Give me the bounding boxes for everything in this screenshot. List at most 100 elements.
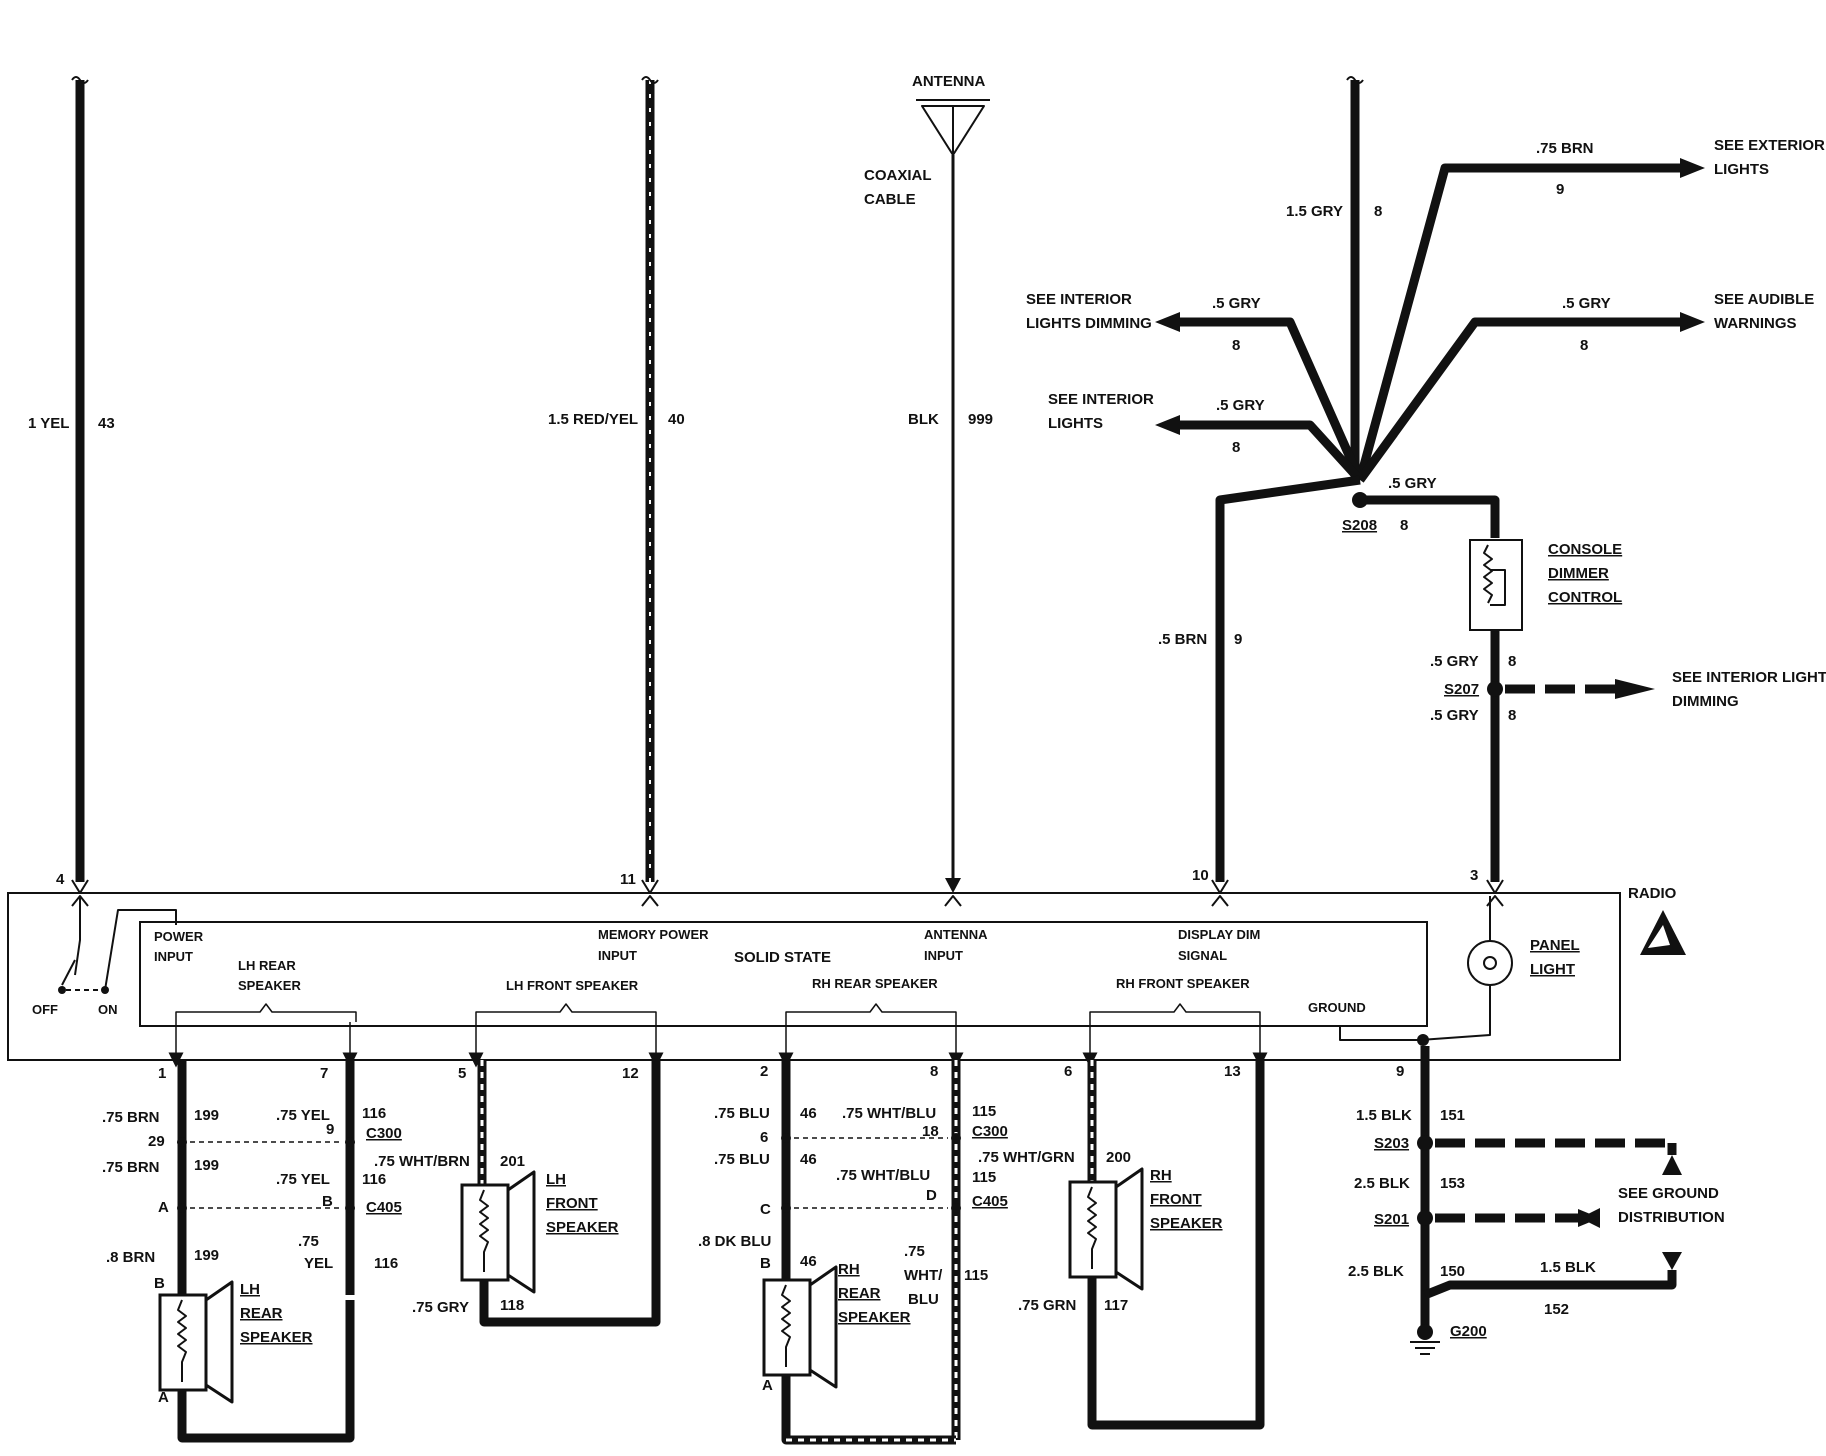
switch-on-label: ON [98,1002,118,1017]
speaker-label: REAR [838,1285,881,1302]
wire-number: 116 [362,1171,386,1188]
speaker-pin: B [760,1255,771,1272]
wire-number: 43 [98,415,115,432]
speaker-label: FRONT [1150,1191,1202,1208]
connector-pin: 6 [760,1129,768,1146]
speaker-label: LH [240,1281,260,1298]
console-label: CONTROL [1548,589,1622,606]
wire-label: .5 GRY [1216,397,1265,414]
wire-number: 199 [194,1107,219,1124]
wire-label: .75 BRN [1536,140,1594,157]
pin-number: 6 [1064,1063,1072,1080]
wire-label: .75 WHT/GRN [978,1149,1075,1166]
wire-label: .75 GRY [412,1299,469,1316]
pin-number: 7 [320,1065,328,1082]
connector-pin: 9 [326,1121,334,1138]
wire-label: .75 BLU [714,1151,770,1168]
wire-label: 2.5 BLK [1354,1175,1410,1192]
ground-internal [1339,1026,1429,1046]
connector-c300: C300 [972,1123,1008,1140]
speaker-group-label: SPEAKER [238,978,301,993]
esd-symbol [1640,910,1686,955]
destination-label: SEE EXTERIOR [1714,137,1825,154]
pin-number: 10 [1192,867,1209,884]
destination-label: SEE INTERIOR LIGHTS [1672,669,1826,686]
rh-front-circuit [1068,1060,1265,1430]
wire-label: .5 GRY [1430,653,1479,670]
wire-number: 8 [1508,653,1516,670]
wire-label: .75 GRN [1018,1297,1076,1314]
connector-pin: B [322,1193,333,1210]
antenna-symbol [916,99,990,882]
splice-s201: S201 [1374,1211,1409,1228]
wire-redyel-40 [641,76,659,882]
wire-gry-15 [1346,76,1364,480]
speaker-label: REAR [240,1305,283,1322]
wire-number: 9 [1556,181,1564,198]
wire-label: 1 YEL [28,415,69,432]
splice-fanout [1155,158,1705,882]
wire-label: .5 GRY [1212,295,1261,312]
panel-light [1419,896,1513,1041]
destination-label: DISTRIBUTION [1618,1209,1725,1226]
speaker-group-label: LH FRONT SPEAKER [506,978,639,993]
radio-input-label: ANTENNA [924,927,988,942]
speaker-arrows [168,1022,1268,1068]
speaker-group-label: LH REAR [238,958,296,973]
speaker-label: LH [546,1171,566,1188]
wire-number: 40 [668,411,685,428]
radio-input-label: POWER [154,929,204,944]
panel-light-label: PANEL [1530,937,1580,954]
wire-number: 153 [1440,1175,1465,1192]
console-label: DIMMER [1548,565,1609,582]
radio-unit [7,892,1621,1061]
connector-pin: 18 [922,1123,939,1140]
wire-number: 46 [800,1253,817,1270]
wire-label: .5 GRY [1388,475,1437,492]
wire-label: 1.5 GRY [1286,203,1343,220]
speaker-pin: A [762,1377,773,1394]
wire-label: BLK [908,411,939,428]
wire-label: .8 DK BLU [698,1233,771,1250]
wire-number: 199 [194,1157,219,1174]
console-label: CONSOLE [1548,541,1622,558]
destination-label: LIGHTS DIMMING [1026,315,1152,332]
speaker-label: SPEAKER [838,1309,911,1326]
connector-pin: D [926,1187,937,1204]
radio-input-label: DISPLAY DIM [1178,927,1260,942]
wire-label: WHT/ [904,1267,943,1284]
wire-label: .75 [904,1243,925,1260]
speaker-pin: A [158,1389,169,1406]
radio-label: RADIO [1628,885,1677,902]
connector-c300: C300 [366,1125,402,1142]
destination-label: LIGHTS [1048,415,1103,432]
wire-label: .5 BRN [1158,631,1207,648]
solid-state-label: SOLID STATE [734,949,831,966]
panel-light-label: LIGHT [1530,961,1575,978]
speaker-label: SPEAKER [1150,1215,1223,1232]
pin-number: 5 [458,1065,466,1082]
wire-number: 118 [500,1297,524,1314]
wire-label: .75 WHT/BLU [836,1167,930,1184]
wire-number: 46 [800,1105,817,1122]
wire-label: .8 BRN [106,1249,155,1266]
wire-number: 8 [1580,337,1588,354]
wire-label: .75 WHT/BRN [374,1153,470,1170]
wire-label: 1.5 BLK [1540,1259,1596,1276]
wire-number: 8 [1232,337,1240,354]
top-connectors [71,878,1504,907]
wire-number: 9 [1234,631,1242,648]
pin-number: 12 [622,1065,639,1082]
destination-label: DIMMING [1672,693,1739,710]
ground-circuit [1410,1046,1682,1355]
destination-label: SEE INTERIOR [1048,391,1154,408]
wire-number: 8 [1508,707,1516,724]
wire-number: 115 [972,1169,996,1186]
lh-front-circuit [460,1060,661,1327]
wire-number: 8 [1232,439,1240,456]
ground-g200: G200 [1450,1323,1487,1340]
wire-label: .5 GRY [1562,295,1611,312]
console-dimmer-control [1469,539,1655,882]
wire-number: 999 [968,411,993,428]
